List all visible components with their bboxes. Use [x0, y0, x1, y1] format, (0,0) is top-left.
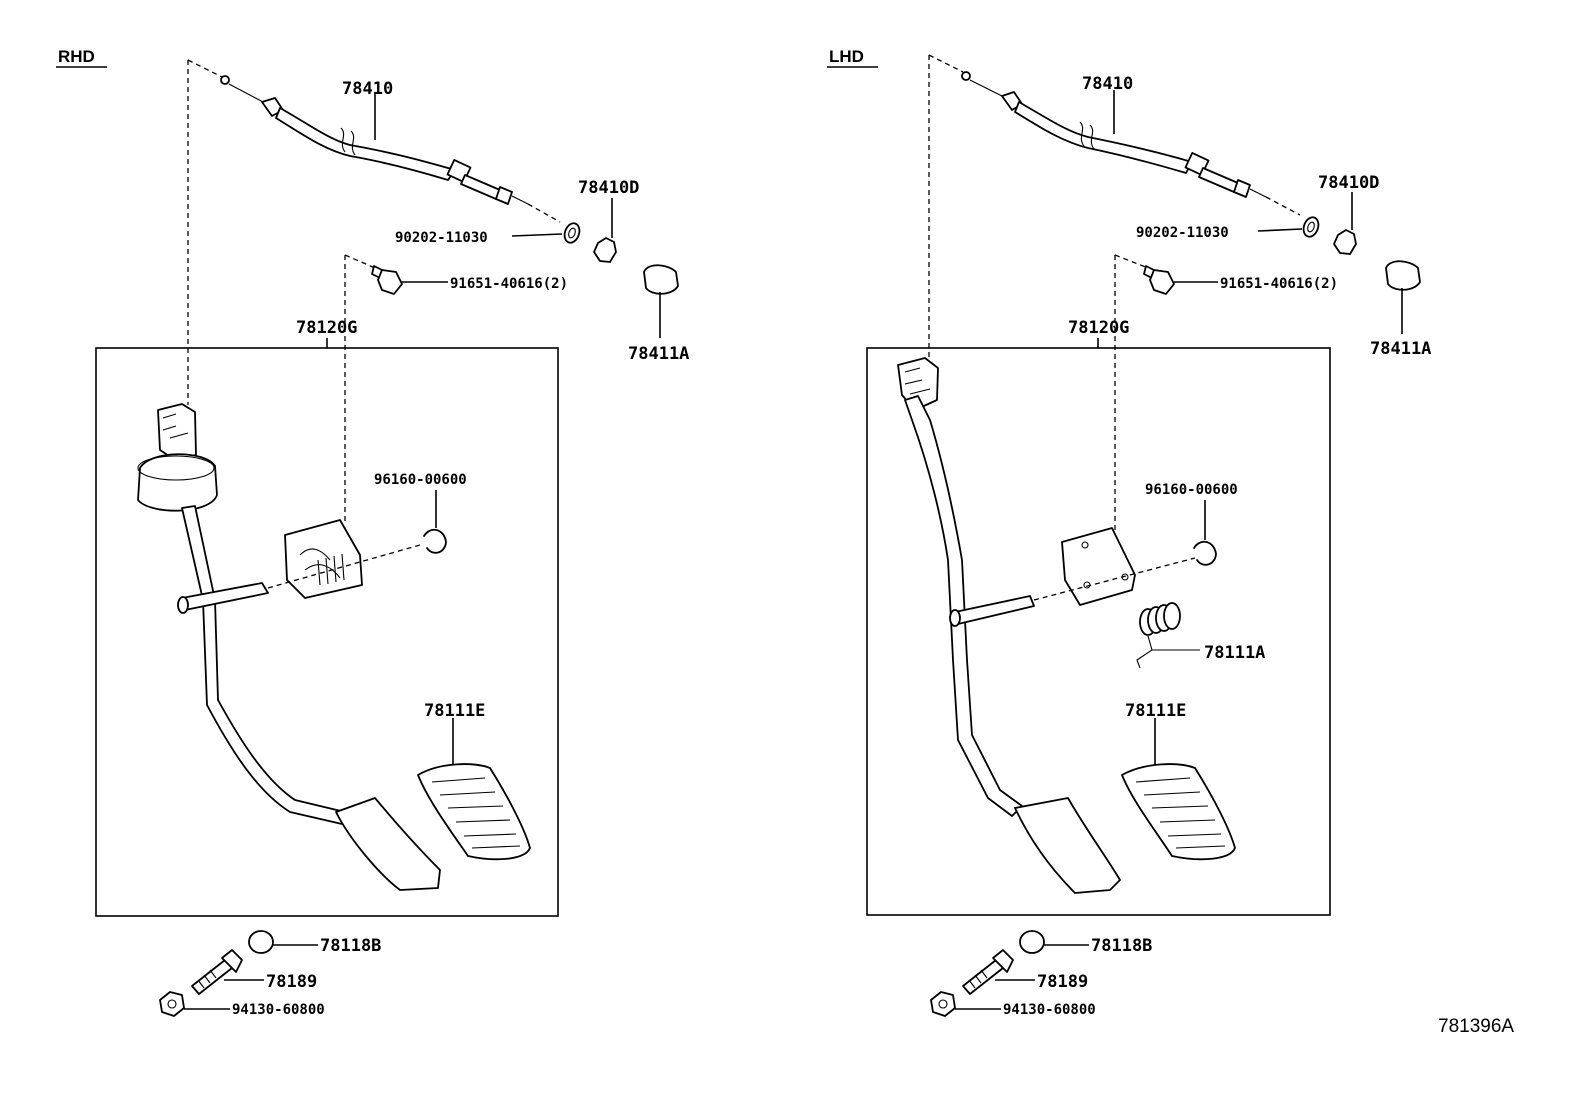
- rhd-assembly-box: [95, 347, 559, 917]
- lhd-label-clamp: 78411A: [1370, 339, 1431, 359]
- lhd-grommet-drawing: [1333, 229, 1357, 255]
- rhd-label-grommet: 78410D: [578, 178, 639, 198]
- lhd-spring-drawing: [1136, 602, 1200, 669]
- rhd-washer-drawing: [563, 222, 581, 244]
- lhd-label-washer: 90202-11030: [1136, 225, 1229, 241]
- lhd-ring-drawing: [1193, 540, 1217, 566]
- lhd-pedal-drawing: [897, 357, 1121, 894]
- rhd-heading: RHD: [58, 47, 95, 66]
- rhd-group: RHD 78410 90202-11030 78410D: [56, 47, 689, 1018]
- rhd-stopper-drawing: [248, 930, 274, 954]
- lhd-label-stud: 78189: [1037, 972, 1088, 992]
- rhd-stud-drawing: [191, 949, 243, 995]
- rhd-label-nut: 94130-60800: [232, 1002, 325, 1018]
- lhd-stud-drawing: [962, 949, 1014, 995]
- lhd-cable-drawing: [928, 54, 1301, 360]
- lhd-label-grommet: 78410D: [1318, 173, 1379, 193]
- lhd-clamp-drawing: [1385, 260, 1421, 291]
- rhd-label-pad: 78111E: [424, 701, 485, 721]
- rhd-label-clamp: 78411A: [628, 344, 689, 364]
- rhd-label-bolt: 91651-40616(2): [450, 276, 568, 292]
- lhd-pad-drawing: [1121, 763, 1236, 861]
- rhd-label-assy: 78120G: [296, 318, 357, 338]
- lhd-heading: LHD: [829, 47, 864, 66]
- rhd-pad-drawing: [417, 763, 531, 861]
- rhd-label-washer: 90202-11030: [395, 230, 488, 246]
- rhd-cable-drawing: [187, 59, 561, 405]
- rhd-clamp-drawing: [643, 264, 679, 295]
- lhd-nut-drawing: [930, 991, 956, 1017]
- lhd-label-assy: 78120G: [1068, 318, 1129, 338]
- lhd-group: LHD 78410 90202-11030 78410D: [827, 47, 1431, 1018]
- rhd-ring-drawing: [423, 528, 447, 554]
- lhd-washer-drawing: [1302, 216, 1320, 238]
- lhd-assembly-box: [866, 347, 1331, 916]
- lhd-label-bolt: 91651-40616(2): [1220, 276, 1338, 292]
- lhd-label-ring: 96160-00600: [1145, 482, 1238, 498]
- rhd-label-stud: 78189: [266, 972, 317, 992]
- lhd-label-cable: 78410: [1082, 74, 1133, 94]
- rhd-grommet-drawing: [593, 237, 617, 263]
- rhd-label-ring: 96160-00600: [374, 472, 467, 488]
- rhd-nut-drawing: [159, 991, 185, 1017]
- lhd-label-spring: 78111A: [1204, 643, 1265, 663]
- lhd-label-pad: 78111E: [1125, 701, 1186, 721]
- rhd-label-stopper: 78118B: [320, 936, 381, 956]
- rhd-label-cable: 78410: [342, 79, 393, 99]
- rhd-bracket-drawing: [267, 519, 421, 599]
- lhd-stopper-drawing: [1019, 930, 1045, 954]
- lhd-label-nut: 94130-60800: [1003, 1002, 1096, 1018]
- lhd-bracket-drawing: [1033, 527, 1196, 606]
- lhd-label-stopper: 78118B: [1091, 936, 1152, 956]
- rhd-pedal-drawing: [137, 403, 441, 891]
- reference-code: 781396A: [1438, 1016, 1514, 1037]
